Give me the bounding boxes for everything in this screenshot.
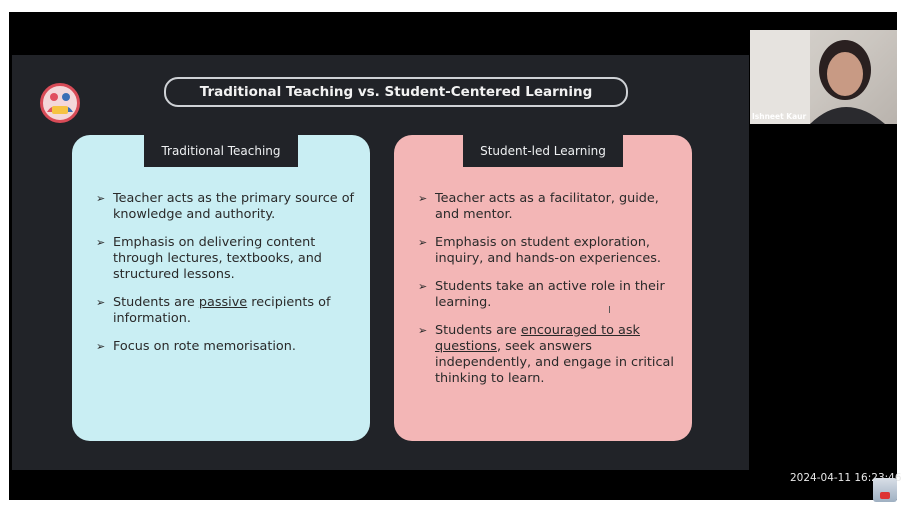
- presentation-slide: Traditional Teaching vs. Student-Centere…: [12, 55, 749, 470]
- arrow-bullet-icon: ➢: [96, 296, 106, 309]
- text-cursor-icon: I: [608, 305, 611, 316]
- traditional-teaching-list: ➢Teacher acts as the primary source of k…: [96, 191, 356, 367]
- slide-title: Traditional Teaching vs. Student-Centere…: [164, 77, 628, 107]
- list-item: ➢Teacher acts as the primary source of k…: [96, 191, 355, 222]
- participant-avatar: [750, 30, 885, 124]
- list-item: ➢Emphasis on delivering content through …: [96, 235, 322, 282]
- participant-video-tile[interactable]: Ishneet Kaur: [750, 30, 897, 124]
- arrow-bullet-icon: ➢: [418, 324, 428, 337]
- arrow-bullet-icon: ➢: [96, 236, 106, 249]
- traditional-teaching-card: Traditional Teaching ➢Teacher acts as th…: [72, 135, 370, 441]
- list-item: ➢Students are passive recipients of info…: [96, 295, 331, 326]
- arrow-bullet-icon: ➢: [96, 192, 106, 205]
- students-logo-icon: [40, 83, 80, 123]
- participant-name: Ishneet Kaur: [752, 112, 807, 121]
- student-led-learning-heading: Student-led Learning: [463, 135, 623, 167]
- list-item: ➢Students take an active role in their l…: [418, 279, 665, 310]
- arrow-bullet-icon: ➢: [418, 280, 428, 293]
- list-item: ➢Focus on rote memorisation.: [96, 339, 296, 354]
- arrow-bullet-icon: ➢: [418, 192, 428, 205]
- student-led-learning-list: ➢Teacher acts as a facilitator, guide, a…: [418, 191, 678, 399]
- traditional-teaching-heading: Traditional Teaching: [144, 135, 298, 167]
- arrow-bullet-icon: ➢: [96, 340, 106, 353]
- list-item: ➢Teacher acts as a facilitator, guide, a…: [418, 191, 659, 222]
- play-icon: [880, 492, 890, 499]
- student-led-learning-card: Student-led Learning ➢Teacher acts as a …: [394, 135, 692, 441]
- list-item: ➢Emphasis on student exploration, inquir…: [418, 235, 661, 266]
- arrow-bullet-icon: ➢: [418, 236, 428, 249]
- youtube-icon[interactable]: [873, 478, 897, 502]
- list-item: ➢Students are encouraged to ask question…: [418, 323, 674, 386]
